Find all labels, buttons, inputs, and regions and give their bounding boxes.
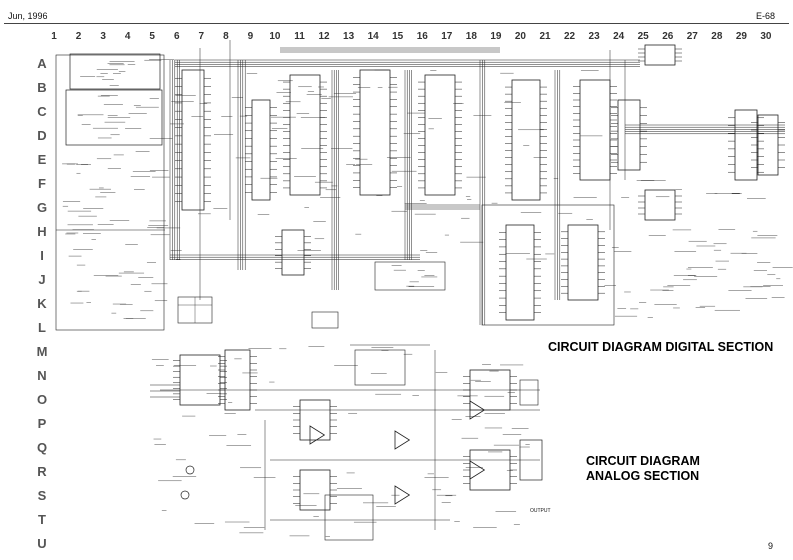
- analog-section-title-line1: CIRCUIT DIAGRAM: [586, 454, 700, 468]
- grid-column-label: 17: [441, 31, 453, 42]
- grid-column-label: 4: [124, 31, 131, 42]
- op-amp: [309, 425, 326, 445]
- grid-column-label: 14: [367, 31, 379, 42]
- grid-column-label: 25: [637, 31, 649, 42]
- ic-chip: [179, 354, 221, 406]
- grid-column-label: 7: [198, 31, 205, 42]
- power-block: [69, 53, 161, 90]
- left-io-frame: [55, 54, 165, 331]
- grid-row-label: C: [37, 104, 47, 119]
- ic-chip: [424, 74, 456, 196]
- memory-frame: [481, 204, 615, 326]
- grid-row-label: Q: [36, 440, 48, 455]
- op-amp: [394, 430, 411, 450]
- grid-column-label: 28: [711, 31, 723, 42]
- grid-column-label: 27: [686, 31, 698, 42]
- ic-chip: [617, 99, 641, 171]
- ic-chip: [567, 224, 599, 301]
- grid-row-label: N: [37, 368, 47, 383]
- grid-column-label: 12: [318, 31, 330, 42]
- grid-column-label: 13: [343, 31, 355, 42]
- op-amp: [469, 460, 486, 480]
- header-date: Jun, 1996: [8, 11, 48, 21]
- grid-column-label: 20: [514, 31, 526, 42]
- ic-chip: [511, 79, 541, 201]
- test-point: [180, 490, 190, 500]
- grid-row-label: L: [38, 320, 46, 335]
- grid-row-label: H: [37, 224, 47, 239]
- grid-column-label: 11: [294, 31, 305, 42]
- connector-block: [324, 494, 374, 541]
- grid-row-label: J: [38, 272, 46, 287]
- grid-column-label: 5: [149, 31, 155, 42]
- ic-chip: [181, 69, 205, 211]
- test-point: [185, 465, 195, 475]
- output-jack: [519, 439, 543, 481]
- connector: [311, 311, 339, 329]
- grid-column-label: 3: [100, 31, 106, 42]
- grid-row-label: O: [36, 392, 48, 407]
- ic-chip: [359, 69, 391, 196]
- grid-row-label: S: [37, 488, 47, 503]
- grid-column-label: 22: [563, 31, 576, 42]
- ic-chip: [579, 79, 611, 181]
- ic-chip: [757, 114, 779, 176]
- ic-chip: [251, 99, 271, 201]
- grid-column-label: 18: [465, 31, 477, 42]
- grid-row-label: M: [36, 344, 48, 359]
- grid-column-label: 30: [760, 31, 772, 42]
- grid-column-label: 1: [51, 31, 57, 42]
- grid-row-label: I: [40, 248, 44, 263]
- ic-chip: [505, 224, 535, 321]
- grid-row-label: P: [37, 416, 47, 431]
- grid-row-label: T: [38, 512, 46, 527]
- grid-column-label: 10: [269, 31, 281, 42]
- ic-chip: [299, 469, 331, 511]
- ic-chip: [644, 44, 676, 66]
- grid-row-label: G: [36, 200, 48, 215]
- grid-column-label: 24: [613, 31, 625, 42]
- reset-block: [65, 89, 163, 146]
- page-number: 9: [767, 541, 773, 551]
- grid-column-label: 21: [539, 31, 551, 42]
- grid-row-label: E: [37, 152, 47, 167]
- ic-chip: [644, 189, 676, 221]
- grid-column-label: 26: [662, 31, 674, 42]
- ic-chip: [469, 449, 511, 491]
- grid-row-label: A: [37, 56, 47, 71]
- ic-chip: [224, 349, 251, 411]
- digital-section-title: CIRCUIT DIAGRAM DIGITAL SECTION: [548, 340, 774, 354]
- ic-chip: [289, 74, 321, 196]
- jack: [519, 379, 539, 406]
- grid-row-label: R: [37, 464, 47, 479]
- grid-column-label: 8: [223, 31, 229, 42]
- header-page-code: E-68: [755, 11, 775, 21]
- grid-column-label: 19: [490, 31, 502, 42]
- interface-block: [374, 261, 446, 291]
- grid-row-label: K: [37, 296, 47, 311]
- ic-chip: [299, 399, 331, 441]
- output-label: OUTPUT: [530, 508, 551, 514]
- grid-column-label: 16: [416, 31, 428, 42]
- grid-column-label: 23: [588, 31, 600, 42]
- grid-column-label: 2: [75, 31, 82, 42]
- grid-column-label: 15: [392, 31, 404, 42]
- header-rule: [4, 23, 789, 24]
- grid-row-label: U: [37, 536, 47, 551]
- grid-row-label: F: [38, 176, 46, 191]
- grid-row-label: B: [37, 80, 47, 95]
- analog-section-title-line2: ANALOG SECTION: [586, 469, 700, 483]
- grid-row-label: D: [37, 128, 47, 143]
- grid-column-label: 6: [173, 31, 180, 42]
- grid-column-label: 29: [735, 31, 747, 42]
- regulator-block: [354, 349, 406, 386]
- grid-column-label: 9: [247, 31, 254, 42]
- ic-chip: [281, 229, 305, 276]
